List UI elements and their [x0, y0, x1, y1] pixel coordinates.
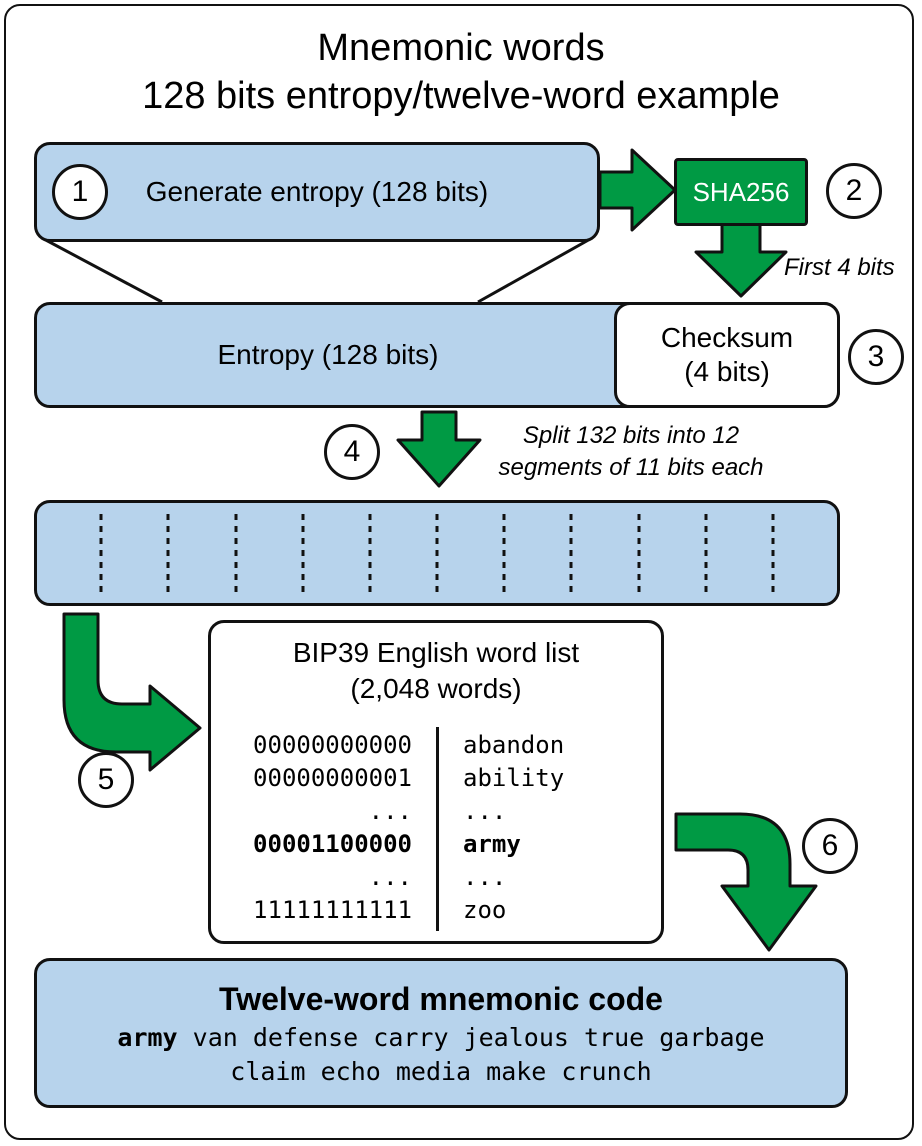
mnemonic-line2: claim echo media make crunch: [230, 1057, 652, 1086]
arrow-to-mnemonic: [674, 812, 818, 952]
wordlist-row-6-word: zoo: [463, 896, 507, 924]
wordlist-divider: [436, 727, 439, 931]
split-label: Split 132 bits into 12 segments of 11 bi…: [486, 420, 776, 484]
generate-entropy-box: Generate entropy (128 bits): [34, 142, 600, 242]
wordlist-row-5-bits: ...: [368, 863, 412, 891]
wordlist-row-6-bits: 11111111111: [253, 896, 412, 924]
wordlist-title: BIP39 English word list (2,048 words): [211, 635, 661, 707]
wordlist-title-line1: BIP39 English word list: [292, 637, 580, 668]
diagram-title-line2: 128 bits entropy/twelve-word example: [142, 75, 780, 117]
wordlist-row-4-word: army: [463, 830, 521, 858]
step-6-number: 6: [821, 829, 839, 862]
arrow-to-sha256: [598, 148, 677, 232]
step-5-marker: 5: [78, 752, 134, 808]
checksum-label-line2: (4 bits): [684, 356, 770, 387]
step-2-marker: 2: [826, 163, 882, 219]
mnemonic-title: Twelve-word mnemonic code: [219, 981, 663, 1017]
checksum-box: Checksum (4 bits): [614, 302, 840, 408]
split-label-line2: segments of 11 bits each: [498, 454, 764, 481]
step-4-marker: 4: [324, 424, 380, 480]
wordlist-row-3-bits: ...: [368, 797, 412, 825]
connector-line-left: [41, 236, 163, 304]
step-1-number: 1: [71, 175, 89, 208]
mnemonic-box: Twelve-word mnemonic code army van defen…: [34, 958, 848, 1108]
step-2-number: 2: [845, 174, 863, 207]
arrow-to-checksum: [694, 222, 788, 298]
connector-line-right: [477, 236, 593, 304]
split-label-line1: Split 132 bits into 12: [522, 422, 740, 449]
wordlist-row-5-word: ...: [463, 863, 507, 891]
sha256-label: SHA256: [692, 176, 790, 207]
diagram-title-line1: Mnemonic words: [317, 27, 605, 69]
generate-entropy-label: Generate entropy (128 bits): [145, 176, 489, 207]
first-4-bits-label: First 4 bits: [784, 254, 895, 281]
wordlist-box: BIP39 English word list (2,048 words) 00…: [208, 620, 664, 944]
mnemonic-first-word: army: [117, 1023, 178, 1052]
arrow-to-segments: [396, 410, 482, 488]
wordlist-row-2-word: ability: [463, 764, 565, 792]
step-3-number: 3: [867, 340, 885, 373]
mnemonic-line1-rest: van defense carry jealous true garbage: [177, 1023, 765, 1052]
step-1-marker: 1: [52, 164, 108, 220]
wordlist-row-2-bits: 00000000001: [253, 764, 412, 792]
entropy-label: Entropy (128 bits): [217, 339, 439, 370]
wordlist-row-4-bits: 00001100000: [253, 830, 412, 858]
checksum-label-line1: Checksum: [660, 322, 794, 353]
wordlist-row-3-word: ...: [463, 797, 507, 825]
arrow-to-wordlist: [62, 612, 202, 772]
sha256-box: SHA256: [674, 158, 808, 226]
mnemonic-line1: army van defense carry jealous true garb…: [117, 1021, 764, 1055]
wordlist-row-1-bits: 00000000000: [253, 731, 412, 759]
step-5-number: 5: [97, 763, 115, 796]
segments-bar: [34, 500, 840, 606]
segment-dividers: [99, 514, 775, 594]
wordlist-title-line2: (2,048 words): [350, 673, 522, 704]
step-4-number: 4: [343, 435, 361, 468]
wordlist-row-1-word: abandon: [463, 731, 565, 759]
step-6-marker: 6: [802, 818, 858, 874]
step-3-marker: 3: [848, 329, 904, 385]
